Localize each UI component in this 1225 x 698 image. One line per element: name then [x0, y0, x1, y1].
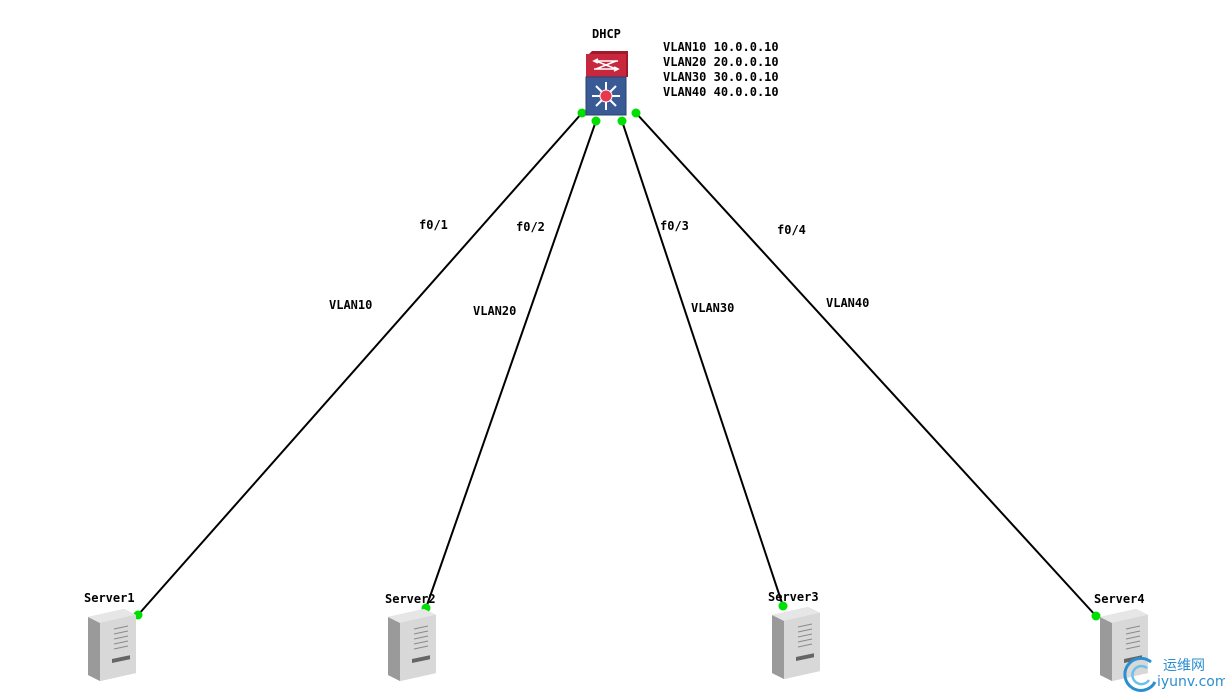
vlan-label-3: VLAN30 — [691, 301, 735, 315]
port-dot-switch-f0-2 — [591, 116, 601, 126]
dhcp-pool-list: VLAN10 10.0.0.10 VLAN20 20.0.0.10 VLAN30… — [663, 40, 779, 100]
interface-label-f0-3: f0/3 — [660, 219, 689, 233]
interface-label-f0-2: f0/2 — [516, 220, 545, 234]
server2-label: Server2 — [385, 592, 436, 606]
watermark-url: iyunv.com — [1157, 674, 1225, 690]
server-icon[interactable] — [768, 607, 824, 679]
pool-address: 40.0.0.10 — [713, 85, 779, 99]
watermark: 运维网 iyunv.com — [1121, 652, 1225, 698]
link-f0-1[interactable] — [137, 112, 583, 616]
server1-label: Server1 — [84, 591, 135, 605]
port-dot-server4 — [1091, 611, 1101, 621]
interface-label-f0-4: f0/4 — [777, 223, 806, 237]
port-dot-switch-f0-4 — [631, 108, 641, 118]
vlan-label-2: VLAN20 — [473, 304, 517, 318]
pool-address: 10.0.0.10 — [713, 40, 779, 54]
link-f0-4[interactable] — [635, 112, 1097, 617]
vlan-label-1: VLAN10 — [329, 298, 373, 312]
port-dot-server3 — [778, 601, 788, 611]
watermark-text: 运维网 — [1163, 658, 1205, 674]
vlan-label-4: VLAN40 — [826, 296, 870, 310]
server-icon[interactable] — [384, 609, 440, 681]
pool-vlan: VLAN30 — [663, 70, 707, 84]
watermark-logo-icon — [1123, 656, 1157, 692]
link-f0-2[interactable] — [425, 120, 597, 609]
server3-label: Server3 — [768, 590, 819, 604]
switch-name-label: DHCP — [592, 27, 621, 41]
port-dot-switch-f0-3 — [617, 116, 627, 126]
interface-label-f0-1: f0/1 — [419, 218, 448, 232]
pool-vlan: VLAN40 — [663, 85, 707, 99]
server4-label: Server4 — [1094, 592, 1145, 606]
link-f0-3[interactable] — [621, 120, 784, 607]
server-icon[interactable] — [84, 609, 140, 681]
server-icon[interactable] — [1096, 609, 1152, 681]
pool-address: 30.0.0.10 — [713, 70, 779, 84]
port-dot-switch-f0-1 — [577, 108, 587, 118]
multilayer-switch-icon[interactable] — [584, 51, 628, 116]
pool-vlan: VLAN10 — [663, 40, 707, 54]
pool-vlan: VLAN20 — [663, 55, 707, 69]
pool-address: 20.0.0.10 — [713, 55, 779, 69]
